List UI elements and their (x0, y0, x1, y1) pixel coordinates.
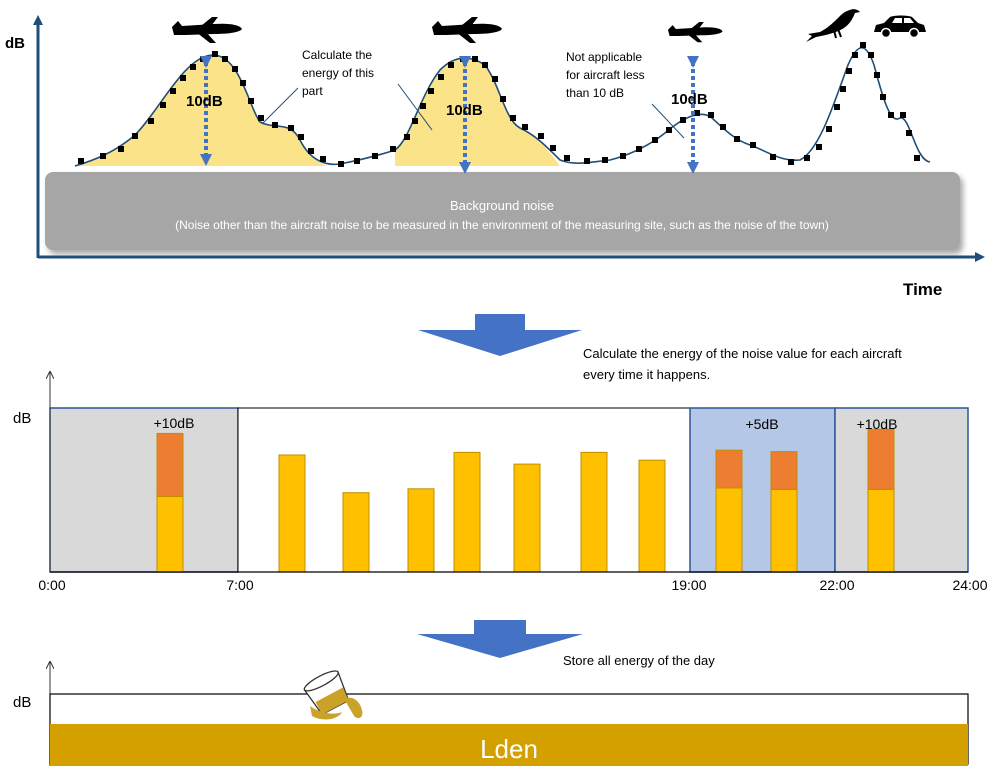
crow-icon (806, 9, 860, 42)
period-night-late (834, 407, 969, 573)
time-tick-19: 19:00 (671, 577, 706, 593)
y-axis-label: dB (5, 35, 25, 52)
bar-penalty-11 (867, 428, 895, 490)
annotation-pointer-1 (261, 87, 299, 125)
annotation-na-line-2: for aircraft less (566, 68, 645, 82)
annotation-na-line-3: than 10 dB (566, 86, 624, 100)
panel-noise-timeline: Background noise (Noise other than the a… (5, 9, 985, 299)
annotation-na-line-1: Not applicable (566, 50, 642, 64)
background-noise-title: Background noise (450, 198, 554, 213)
bar-base-3 (342, 492, 370, 573)
airplane-icon (172, 17, 242, 43)
peak-label-2: 10dB (446, 102, 483, 119)
annotation-not-applicable: Not applicable for aircraft less than 10… (566, 50, 685, 139)
peak-label-1: 10dB (186, 93, 223, 110)
pouring-cup-icon (303, 670, 363, 720)
background-noise-box (45, 172, 960, 250)
panel3-y-label: dB (13, 694, 31, 711)
step1-text-line-1: Calculate the energy of the noise value … (583, 346, 902, 361)
bar-penalty-1 (156, 432, 184, 497)
bar-base-8 (638, 459, 666, 573)
step2-text: Store all energy of the day (563, 653, 715, 668)
bar-penalty-9 (715, 449, 743, 489)
bar-base-9 (715, 487, 743, 573)
time-tick-24: 24:00 (952, 577, 987, 593)
lden-label: Lden (480, 734, 538, 764)
panel2-y-label: dB (13, 410, 31, 427)
bar-base-1 (156, 495, 184, 573)
airplane-icon (432, 17, 502, 43)
period-evening (689, 407, 836, 573)
period-label-night-late: +10dB (857, 416, 898, 432)
step-arrow-1 (418, 314, 582, 356)
panel-lden: dB Lden (13, 662, 969, 766)
car-icon (874, 15, 926, 39)
bar-base-11 (867, 488, 895, 573)
airplane-icon (668, 22, 723, 43)
period-night-early (49, 407, 239, 573)
bar-base-6 (513, 463, 541, 573)
period-label-evening: +5dB (745, 416, 778, 432)
annotation-energy-line-2: energy of this (302, 66, 374, 80)
annotation-pointer-2 (397, 83, 433, 131)
lden-fill (50, 724, 968, 766)
annotation-energy-line-1: Calculate the (302, 48, 372, 62)
bar-base-4 (407, 488, 435, 573)
step1-text-line-2: every time it happens. (583, 367, 710, 382)
time-tick-7: 7:00 (226, 577, 253, 593)
noise-curve (74, 46, 931, 167)
energy-area-2 (395, 58, 560, 166)
time-tick-22: 22:00 (819, 577, 854, 593)
peak-label-3: 10dB (671, 91, 708, 108)
annotation-pointer-3 (651, 103, 685, 139)
bar-base-2 (278, 454, 306, 573)
bar-base-5 (453, 451, 481, 573)
background-noise-description: (Noise other than the aircraft noise to … (175, 218, 829, 232)
time-tick-0: 0:00 (38, 577, 65, 593)
bar-base-10 (770, 488, 798, 573)
bar-penalty-10 (770, 451, 798, 490)
x-axis-label: Time (903, 280, 942, 299)
panel-daily-bars: dB +10dB +5dB +10dB 0:00 7:00 19:00 22:0… (13, 372, 988, 593)
step-arrow-2 (417, 620, 583, 658)
annotation-energy-line-3: part (302, 84, 323, 98)
period-label-night-early: +10dB (154, 415, 195, 431)
bar-base-7 (580, 451, 608, 573)
bars-group (156, 428, 895, 573)
annotation-energy: Calculate the energy of this part (261, 48, 433, 131)
curve-markers (78, 42, 920, 167)
